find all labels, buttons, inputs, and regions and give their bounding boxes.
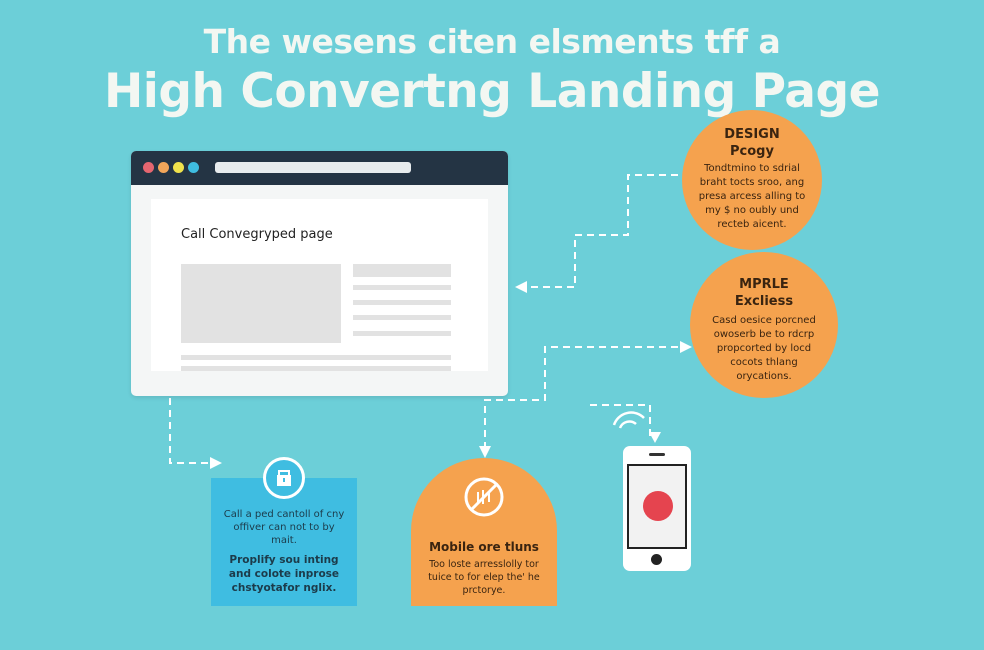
text-placeholder: [353, 300, 451, 305]
arrow-to-mobile: [484, 346, 690, 455]
arrowhead: [479, 446, 491, 458]
phone-speaker: [649, 453, 665, 456]
design-circle: DESIGN Pcogy Tondtmino to sdrial braht t…: [682, 110, 822, 250]
smartphone-icon: [623, 446, 691, 571]
image-placeholder: [181, 264, 341, 343]
arrow-browser-to-box: [169, 398, 212, 464]
circle-text: Tondtmino to sdrial braht tocts sroo, an…: [698, 163, 806, 230]
window-dot: [143, 162, 154, 173]
arrowhead: [515, 281, 527, 293]
arrow-design-to-browser: [525, 174, 678, 288]
text-placeholder: [353, 264, 451, 277]
page-panel: Call Convegryped page: [151, 199, 488, 371]
red-button-icon: [643, 491, 673, 521]
window-dot: [173, 162, 184, 173]
text-placeholder: [181, 366, 451, 371]
circle-subtitle: Pcogy: [730, 144, 774, 159]
arrowhead: [210, 457, 222, 469]
circle-text: Casd oesice porcned owoserb be to rdcrp …: [712, 315, 816, 382]
mobile-card: Mobile ore tluns Too loste arresslolly t…: [411, 458, 557, 606]
circle-title: MPRLE: [739, 277, 789, 292]
home-button: [651, 554, 662, 565]
text-placeholder: [353, 331, 451, 336]
address-bar: [215, 162, 411, 173]
window-dot: [158, 162, 169, 173]
circle-title: DESIGN: [724, 127, 780, 142]
arrowhead: [649, 432, 661, 443]
browser-titlebar: [131, 151, 508, 185]
arrowhead: [680, 341, 692, 353]
text-placeholder: [181, 355, 451, 360]
box-bold-text: Proplify sou inting and colote inprose c…: [228, 554, 340, 594]
excellence-circle: MPRLE Excliess Casd oesice porcned owose…: [690, 252, 838, 398]
arrow-to-phone: [590, 404, 651, 440]
phone-screen: [627, 464, 687, 549]
page-heading: Call Convegryped page: [181, 227, 333, 242]
lock-icon: [263, 457, 305, 499]
circle-subtitle: Excliess: [734, 294, 794, 309]
browser-mockup: Call Convegryped page: [131, 151, 508, 396]
no-sign-icon: [464, 477, 504, 517]
mobile-text: Too loste arresslolly tor tuice to for e…: [428, 559, 540, 596]
mobile-title: Mobile ore tluns: [429, 540, 539, 554]
window-dot: [188, 162, 199, 173]
text-placeholder: [353, 285, 451, 290]
title-line-2: High Convertng Landing Page: [103, 64, 881, 119]
wifi-icon: [612, 411, 645, 429]
info-box: Call a ped cantoll of cny offiver can no…: [211, 478, 357, 606]
box-text: Call a ped cantoll of cny offiver can no…: [223, 509, 345, 546]
text-placeholder: [353, 315, 451, 320]
title-line-1: The wesens citen elsments tff a: [203, 22, 781, 61]
